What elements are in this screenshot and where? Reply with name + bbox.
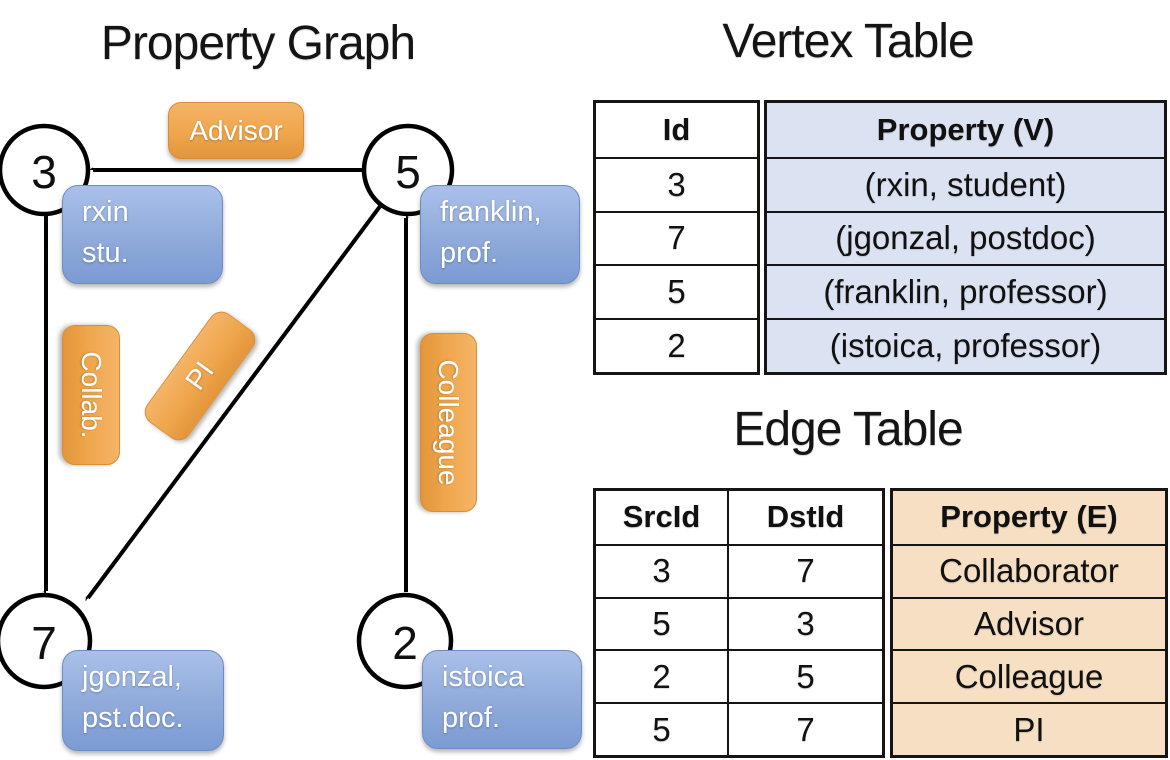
vertex-property-box-2: istoica prof.: [422, 650, 582, 749]
vertex-property-box-3: rxin stu.: [62, 185, 223, 284]
edge-row-src: 2: [596, 651, 729, 703]
vertex-property-box-7: jgonzal, pst.doc.: [62, 650, 224, 751]
edge-row-dst: 7: [796, 710, 815, 748]
vertex-property-line: rxin: [82, 196, 129, 228]
vertex-table-id-column: Id 3 7 5 2: [593, 100, 760, 375]
edge-row-src: 5: [596, 598, 729, 650]
edge-table-header-row: SrcId DstId: [596, 491, 882, 544]
vertex-row-id: 5: [596, 264, 757, 318]
edge-row-src: 5: [596, 704, 729, 755]
property-graph-title: Property Graph: [100, 17, 416, 70]
edge-src-header: SrcId: [596, 491, 729, 544]
vertex-property-line: franklin,: [440, 196, 542, 228]
node-id-7: 7: [31, 617, 57, 669]
edge-row-dst: 5: [796, 657, 815, 695]
vertex-row-property: (franklin, professor): [767, 264, 1164, 318]
vertex-property-line: stu.: [82, 237, 129, 269]
vertex-row-property: (rxin, student): [767, 156, 1164, 211]
edge-row-src: 3: [596, 545, 729, 597]
vertex-row-property: (istoica, professor): [767, 318, 1164, 372]
node-id-5: 5: [395, 146, 421, 198]
edge-table-property-column: Property (E) Collaborator Advisor Collea…: [890, 488, 1168, 758]
vertex-row-id: 7: [596, 210, 757, 265]
edge-row-property: Colleague: [893, 649, 1165, 702]
edge-table-ids-columns: SrcId DstId 3 7 5 3 2 5 5 7: [593, 488, 885, 758]
edge-table-row: 2 5: [596, 649, 882, 703]
vertex-property-line: jgonzal,: [82, 661, 182, 693]
vertex-row-id: 3: [596, 156, 757, 211]
vertex-property-box-5: franklin, prof.: [420, 185, 580, 284]
edge-table-row: 5 7: [596, 702, 882, 755]
vertex-row-id: 2: [596, 318, 757, 372]
vertex-property-line: pst.doc.: [82, 702, 184, 734]
vertex-id-header: Id: [662, 111, 691, 147]
node-id-2: 2: [392, 617, 418, 669]
vertex-table-title: Vertex Table: [722, 15, 974, 68]
edge-row-property: PI: [893, 702, 1165, 755]
edge-label-collab: Collab.: [62, 325, 120, 465]
vertex-table-property-column: Property (V) (rxin, student) (jgonzal, p…: [764, 100, 1167, 375]
edge-label-advisor: Advisor: [168, 102, 304, 159]
edge-table-row: 3 7: [596, 543, 882, 597]
edge-row-dst: 3: [796, 604, 815, 642]
vertex-property-line: prof.: [442, 702, 501, 734]
edge-row-property: Collaborator: [893, 543, 1165, 597]
edge-pi-5-7: [88, 203, 383, 598]
vertex-property-line: istoica: [442, 661, 525, 693]
edge-property-header: Property (E): [940, 499, 1118, 535]
edge-table-row: 5 3: [596, 596, 882, 650]
vertex-property-header: Property (V): [876, 111, 1055, 147]
edge-dst-header: DstId: [766, 499, 845, 535]
vertex-property-line: prof.: [440, 237, 499, 269]
vertex-row-property: (jgonzal, postdoc): [767, 210, 1164, 265]
edge-label-colleague: Colleague: [420, 333, 477, 512]
edge-table-title: Edge Table: [733, 403, 963, 456]
node-id-3: 3: [31, 146, 57, 198]
edge-row-dst: 7: [796, 552, 815, 590]
edge-row-property: Advisor: [893, 596, 1165, 650]
